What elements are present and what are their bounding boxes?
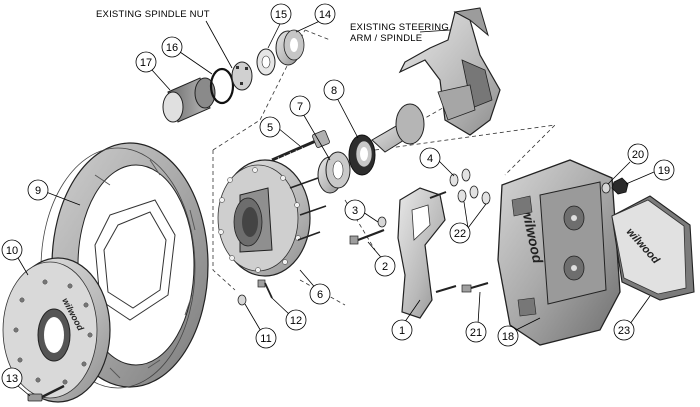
svg-text:21: 21 xyxy=(470,327,482,339)
svg-text:4: 4 xyxy=(427,153,433,165)
note-steering-leader xyxy=(419,29,451,33)
callout-16: 16 xyxy=(161,36,213,75)
svg-text:16: 16 xyxy=(166,42,178,54)
note-steering-line1: EXISTING STEERING xyxy=(350,22,449,33)
svg-text:9: 9 xyxy=(35,185,41,197)
callout-7: 7 xyxy=(289,95,331,161)
callout-20: 20 xyxy=(607,143,649,185)
svg-text:19: 19 xyxy=(658,165,670,177)
outer-bearing-14 xyxy=(275,29,305,66)
bolt-21 xyxy=(461,282,489,293)
svg-text:12: 12 xyxy=(290,315,302,327)
callout-22: 22 xyxy=(449,201,487,244)
note-spindle-nut: EXISTING SPINDLE NUT xyxy=(96,9,210,20)
caliper: wilwood xyxy=(497,159,621,346)
svg-text:18: 18 xyxy=(502,331,514,343)
callout-9: 9 xyxy=(27,179,81,206)
notes: EXISTING SPINDLE NUT EXISTING STEERING A… xyxy=(96,9,451,69)
svg-text:17: 17 xyxy=(140,57,152,69)
inner-bearing-7 xyxy=(317,151,351,194)
svg-text:10: 10 xyxy=(6,245,18,257)
svg-text:14: 14 xyxy=(319,9,331,21)
callout-19: 19 xyxy=(625,159,675,185)
caliper-bracket xyxy=(397,187,457,319)
washer-15 xyxy=(256,48,276,76)
svg-text:3: 3 xyxy=(352,205,358,217)
callout-15: 15 xyxy=(267,3,292,49)
callouts: 1 2 3 4 5 6 7 xyxy=(1,3,675,397)
svg-text:8: 8 xyxy=(331,85,337,97)
callout-4: 4 xyxy=(419,147,455,177)
callout-21: 21 xyxy=(465,291,487,343)
callout-3: 3 xyxy=(344,199,379,223)
callout-2: 2 xyxy=(367,241,396,277)
callout-23: 23 xyxy=(613,295,651,341)
svg-text:13: 13 xyxy=(6,373,18,385)
dust-cap-17 xyxy=(162,77,216,123)
svg-text:11: 11 xyxy=(260,333,271,345)
svg-text:2: 2 xyxy=(382,261,388,273)
shims-4-22 xyxy=(449,168,491,205)
callout-18: 18 xyxy=(497,317,541,347)
callout-6: 6 xyxy=(299,269,331,305)
callout-10: 10 xyxy=(1,239,29,276)
svg-text:23: 23 xyxy=(618,325,630,337)
washer-11 xyxy=(237,294,247,306)
svg-text:22: 22 xyxy=(454,228,466,240)
callout-13: 13 xyxy=(1,367,31,397)
bolt-5 xyxy=(271,130,330,162)
callout-12: 12 xyxy=(271,297,307,331)
spindle-nut xyxy=(231,61,253,91)
svg-text:20: 20 xyxy=(632,149,644,161)
bolt-13 xyxy=(27,384,65,402)
bolt-12 xyxy=(257,279,273,299)
svg-text:15: 15 xyxy=(275,9,287,21)
callout-17: 17 xyxy=(135,51,171,91)
washer-20 xyxy=(601,182,611,194)
note-spindle-nut-leader xyxy=(205,20,233,69)
note-steering-line2: ARM / SPINDLE xyxy=(350,33,422,44)
brake-pad: wilwood xyxy=(611,195,695,301)
svg-text:7: 7 xyxy=(297,101,303,113)
existing-spindle xyxy=(371,7,501,153)
bleeder-19 xyxy=(611,177,629,195)
callout-8: 8 xyxy=(323,79,359,139)
svg-text:1: 1 xyxy=(399,325,405,337)
rotor-hat: wilwood xyxy=(2,257,111,403)
svg-text:6: 6 xyxy=(317,289,323,301)
hub xyxy=(217,159,327,277)
callout-14: 14 xyxy=(295,3,336,33)
callout-5: 5 xyxy=(259,116,301,147)
callout-11: 11 xyxy=(244,303,277,349)
svg-text:5: 5 xyxy=(267,122,273,134)
o-ring-16 xyxy=(209,67,235,105)
seal-8 xyxy=(348,134,376,176)
bolt-2 xyxy=(349,228,385,245)
callout-1: 1 xyxy=(391,299,421,341)
washer-3 xyxy=(377,216,387,228)
